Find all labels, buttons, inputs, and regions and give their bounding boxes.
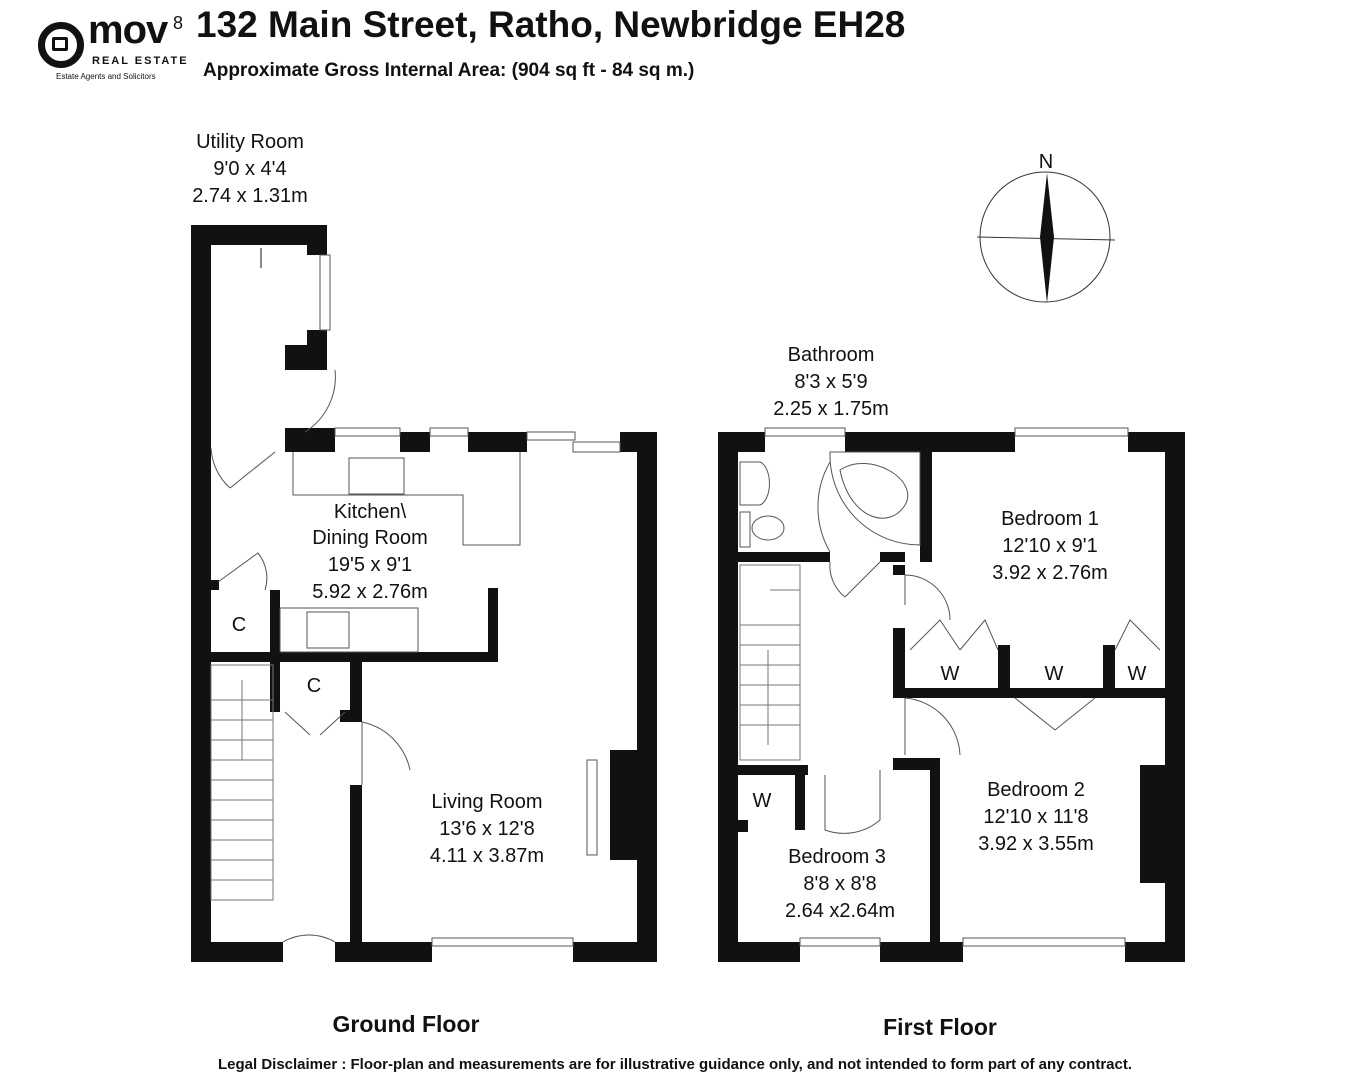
kitchen-metric: 5.92 x 2.76m: [312, 581, 428, 603]
utility-metric: 2.74 x 1.31m: [192, 185, 308, 207]
ground-floor-fixtures: [210, 248, 621, 947]
bedroom2-imperial: 12'10 x 11'8: [983, 806, 1088, 828]
wardrobe-label: W: [753, 790, 772, 812]
kitchen-name: Kitchen\: [334, 501, 407, 523]
company-logo: mov 8 REAL ESTATE Estate Agents and Soli…: [36, 10, 189, 84]
bathroom-metric: 2.25 x 1.75m: [773, 398, 889, 420]
compass-icon: N: [976, 151, 1116, 303]
cupboard-label: C: [232, 614, 246, 636]
wardrobe-label: W: [941, 663, 960, 685]
wardrobe-label: W: [1128, 663, 1147, 685]
bathroom-name: Bathroom: [788, 344, 875, 366]
ground-floor-label: Ground Floor: [333, 1011, 480, 1037]
kitchen-name-2: Dining Room: [312, 527, 428, 549]
living-metric: 4.11 x 3.87m: [430, 845, 544, 867]
bedroom3-imperial: 8'8 x 8'8: [803, 873, 876, 895]
logo-mark-icon: [38, 22, 84, 68]
bedroom1-metric: 3.92 x 2.76m: [992, 562, 1108, 584]
logo-line2: REAL ESTATE: [92, 55, 189, 67]
bathroom-imperial: 8'3 x 5'9: [794, 371, 867, 393]
bedroom2-name: Bedroom 2: [987, 779, 1085, 801]
legal-disclaimer: Legal Disclaimer : Floor-plan and measur…: [217, 1056, 1133, 1073]
bedroom1-name: Bedroom 1: [1001, 508, 1099, 530]
first-floor-label: First Floor: [883, 1014, 997, 1040]
gross-area: Approximate Gross Internal Area: (904 sq…: [203, 60, 695, 81]
logo-superscript: 8: [173, 13, 184, 33]
ground-stairs: [210, 664, 274, 901]
logo-word: mov: [88, 8, 168, 52]
cupboard-label: C: [307, 675, 321, 697]
bedroom3-name: Bedroom 3: [788, 846, 886, 868]
living-name: Living Room: [431, 791, 542, 813]
ground-floor-walls: [191, 225, 657, 962]
utility-imperial: 9'0 x 4'4: [213, 158, 286, 180]
logo-tagline: Estate Agents and Solicitors: [56, 72, 156, 81]
bedroom1-imperial: 12'10 x 9'1: [1002, 535, 1098, 557]
property-title: 132 Main Street, Ratho, Newbridge EH28: [196, 4, 906, 45]
first-floor-walls: [718, 432, 1185, 962]
wardrobe-label: W: [1045, 663, 1064, 685]
first-floor-fixtures: [739, 427, 1161, 947]
north-label: N: [1039, 151, 1053, 173]
living-imperial: 13'6 x 12'8: [439, 818, 535, 840]
bedroom2-metric: 3.92 x 3.55m: [978, 833, 1094, 855]
first-floor-stairs: [739, 564, 801, 761]
utility-name: Utility Room: [196, 131, 304, 153]
bedroom3-metric: 2.64 x2.64m: [785, 900, 895, 922]
kitchen-imperial: 19'5 x 9'1: [328, 554, 412, 576]
